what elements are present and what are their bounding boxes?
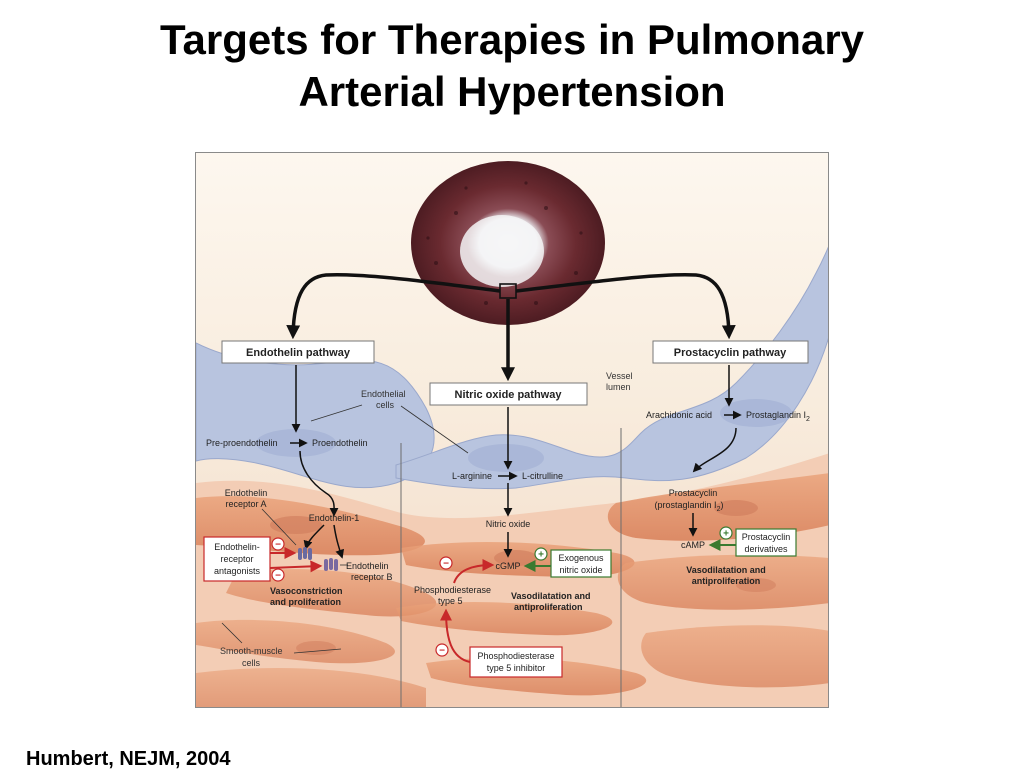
prost-deriv-plus-sign: + (719, 526, 733, 540)
pah-therapy-targets-figure: Endothelin pathway Nitric oxide pathway … (195, 152, 829, 708)
receptor-a-glyph (298, 547, 312, 560)
nitric-oxide-pathway-label: Nitric oxide pathway (455, 389, 563, 401)
svg-text:−: − (439, 646, 445, 657)
arachidonic-acid-label: Arachidonic acid (646, 410, 712, 420)
pg-vasodilatation-label-2: antiproliferation (692, 576, 761, 586)
arrow-to-endothelin (286, 273, 501, 340)
arrow-to-prostacyclin (692, 427, 737, 473)
endothelial-cells-label-2: cells (376, 400, 395, 410)
arrow-to-endothelin-1 (299, 450, 339, 517)
era-label-3: antagonists (214, 566, 261, 576)
receptor-a-pointer (261, 508, 297, 546)
nitric-oxide-label: Nitric oxide (486, 519, 531, 529)
prost-deriv-label-1: Prostacyclin (742, 532, 791, 542)
svg-text:−: − (275, 571, 281, 582)
pde5i-label-2: type 5 inhibitor (487, 663, 546, 673)
prostacyclin-pathway-box: Prostacyclin pathway (652, 340, 809, 364)
cgmp-label: cGMP (495, 561, 520, 571)
pde5-degrade-arrow (453, 559, 495, 584)
vessel-lumen-label-1: Vessel (606, 371, 633, 381)
pde5-inhibitor-box: Phosphodiesterase type 5 inhibitor (469, 646, 563, 678)
pde5i-label-1: Phosphodiesterase (477, 651, 554, 661)
smooth-muscle-layer (196, 453, 828, 707)
endothelin-1-label: Endothelin-1 (309, 513, 360, 523)
receptor-a-label-2: receptor A (225, 499, 266, 509)
svg-text:+: + (538, 550, 544, 561)
vessel-lumen-label-2: lumen (606, 382, 631, 392)
pde5i-inhibit-arrow (440, 608, 471, 663)
receptor-b-glyph (324, 558, 338, 571)
era-minus-sign-a: − (271, 537, 285, 551)
arrow-to-receptor-b (333, 524, 344, 559)
pde5-label-1: Phosphodiesterase (414, 585, 491, 595)
exo-no-label-2: nitric oxide (559, 565, 602, 575)
l-citrulline-label: L-citrulline (522, 471, 563, 481)
smooth-muscle-label-2: cells (242, 658, 261, 668)
era-inhibit-arrow-b (269, 560, 323, 573)
nitric-oxide-pathway-box: Nitric oxide pathway (429, 382, 588, 406)
svg-text:+: + (723, 529, 729, 540)
smooth-muscle-label-1: Smooth-muscle (220, 646, 283, 656)
exo-no-plus-sign: + (534, 547, 548, 561)
svg-text:−: − (275, 540, 281, 551)
camp-label: cAMP (681, 540, 705, 550)
prostacyclin-label-1: Prostacyclin (669, 488, 718, 498)
citation: Humbert, NEJM, 2004 (26, 748, 231, 770)
smooth-muscle-pointer-2 (293, 648, 342, 654)
arrow-to-prostacyclin (515, 273, 736, 340)
no-vasodilatation-label-1: Vasodilatation and (511, 591, 591, 601)
era-label-1: Endothelin- (214, 542, 260, 552)
arrow-to-receptor-a (303, 524, 325, 550)
endothelin-pathway-label: Endothelin pathway (246, 347, 351, 359)
endothelin-pathway-box: Endothelin pathway (221, 340, 375, 364)
slide-title-line-2: Arterial Hypertension (298, 68, 726, 115)
era-drug-box: Endothelin- receptor antagonists (203, 536, 271, 582)
vasoconstriction-label-1: Vasoconstriction (270, 586, 343, 596)
exo-no-label-1: Exogenous (558, 553, 604, 563)
pde5-label-2: type 5 (438, 596, 463, 606)
endothelium-layer (196, 246, 828, 490)
svg-text:−: − (443, 559, 449, 570)
era-minus-sign-b: − (271, 568, 285, 582)
pde5i-minus-sign: − (435, 643, 449, 657)
slide-title-line-1: Targets for Therapies in Pulmonary (159, 16, 865, 63)
pre-proendothelin-label: Pre-proendothelin (206, 438, 278, 448)
receptor-b-label-1: Endothelin (346, 561, 389, 571)
endothelial-pointer-right (400, 405, 469, 454)
prostacyclin-derivatives-box: Prostacyclin derivatives (735, 528, 797, 557)
prost-deriv-label-2: derivatives (744, 544, 788, 554)
vasoconstriction-label-2: and proliferation (270, 597, 341, 607)
pde5-minus-sign: − (439, 556, 453, 570)
exogenous-no-box: Exogenous nitric oxide (550, 549, 612, 578)
slide-title: Targets for Therapies in Pulmonary Arter… (0, 14, 1024, 118)
prostacyclin-label-2: (prostaglandin I2) (655, 500, 724, 513)
prostaglandin-i2-label: Prostaglandin I2 (746, 410, 810, 423)
smooth-muscle-pointer-1 (221, 622, 243, 644)
prostacyclin-pathway-label: Prostacyclin pathway (674, 347, 787, 359)
pg-vasodilatation-label-1: Vasodilatation and (686, 565, 766, 575)
no-vasodilatation-label-2: antiproliferation (514, 602, 583, 612)
endothelial-cells-label-1: Endothelial (361, 389, 406, 399)
receptor-a-label-1: Endothelin (225, 488, 268, 498)
figure-canvas: Endothelin pathway Nitric oxide pathway … (196, 153, 828, 707)
endothelial-pointer-left (310, 404, 363, 422)
receptor-b-label-2: receptor B (351, 572, 393, 582)
era-label-2: receptor (220, 554, 253, 564)
l-arginine-label: L-arginine (452, 471, 492, 481)
proendothelin-label: Proendothelin (312, 438, 368, 448)
